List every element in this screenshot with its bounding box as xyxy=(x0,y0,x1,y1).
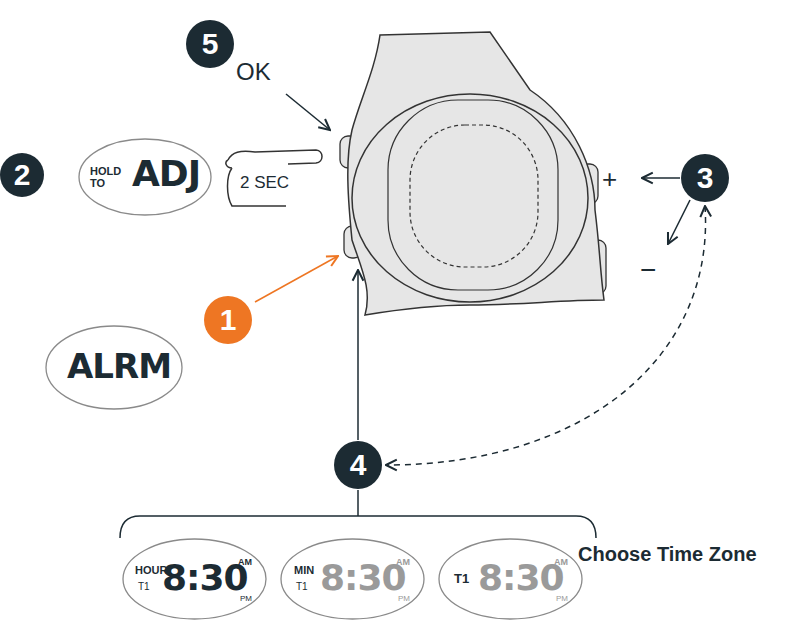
ok-label: OK xyxy=(236,60,271,84)
lcd-display: HOLD TO ADJ xyxy=(78,138,212,216)
lcd-display: T1 8:30AM PM xyxy=(438,538,583,620)
dashed-connector xyxy=(386,206,706,465)
display-text: 8:30 xyxy=(478,560,564,596)
callout-number: 4 xyxy=(334,441,382,489)
callout-number: 5 xyxy=(186,20,234,68)
callout-number: 3 xyxy=(681,154,729,202)
callout-number: 2 xyxy=(0,153,44,197)
display-text: HOLD TO xyxy=(90,165,122,189)
minus-sign: − xyxy=(640,256,656,284)
display-text: T1 xyxy=(296,582,308,592)
lcd-display: ALRM xyxy=(45,325,183,410)
watch-screen xyxy=(388,100,558,290)
arrow-to-button xyxy=(357,270,359,440)
watch-bezel xyxy=(352,94,588,302)
display-text: PM xyxy=(398,595,410,603)
display-text: PM xyxy=(240,595,252,603)
display-text: T1 xyxy=(454,572,469,585)
callout-text: 5 xyxy=(202,27,219,61)
callout-text: 3 xyxy=(697,161,714,195)
plus-sign: + xyxy=(602,166,617,192)
callout-text: 1 xyxy=(220,303,237,337)
bracket xyxy=(120,516,596,538)
arrow-minus xyxy=(668,200,690,244)
display-text: AM xyxy=(554,558,568,567)
display-area xyxy=(410,125,538,267)
display-text: MIN xyxy=(294,565,314,576)
bracket-stem xyxy=(357,490,359,516)
callout-text: 2 xyxy=(14,158,31,192)
display-text: T1 xyxy=(138,582,150,592)
display-text: AM xyxy=(238,558,252,567)
arrow-ok xyxy=(286,94,330,130)
lcd-display: MIN T1 8:30AM PM xyxy=(280,538,425,620)
display-text: ADJ xyxy=(132,156,200,192)
arrow-plus xyxy=(642,177,680,179)
display-text: AM xyxy=(396,558,410,567)
watch-body xyxy=(348,32,604,315)
display-text: ALRM xyxy=(67,349,171,383)
duration-label: 2 SEC xyxy=(240,174,289,191)
callout-number: 1 xyxy=(204,296,252,344)
arrow-alarm-button xyxy=(255,256,338,302)
callout-text: 4 xyxy=(350,448,367,482)
display-text: 8:30 xyxy=(320,560,406,596)
display-text: PM xyxy=(556,595,568,603)
caption-label: Choose Time Zone xyxy=(578,544,757,564)
lcd-display: HOURT18:30AMPM xyxy=(122,538,267,620)
pressing-finger xyxy=(226,150,322,206)
display-text: 8:30 xyxy=(162,560,248,596)
